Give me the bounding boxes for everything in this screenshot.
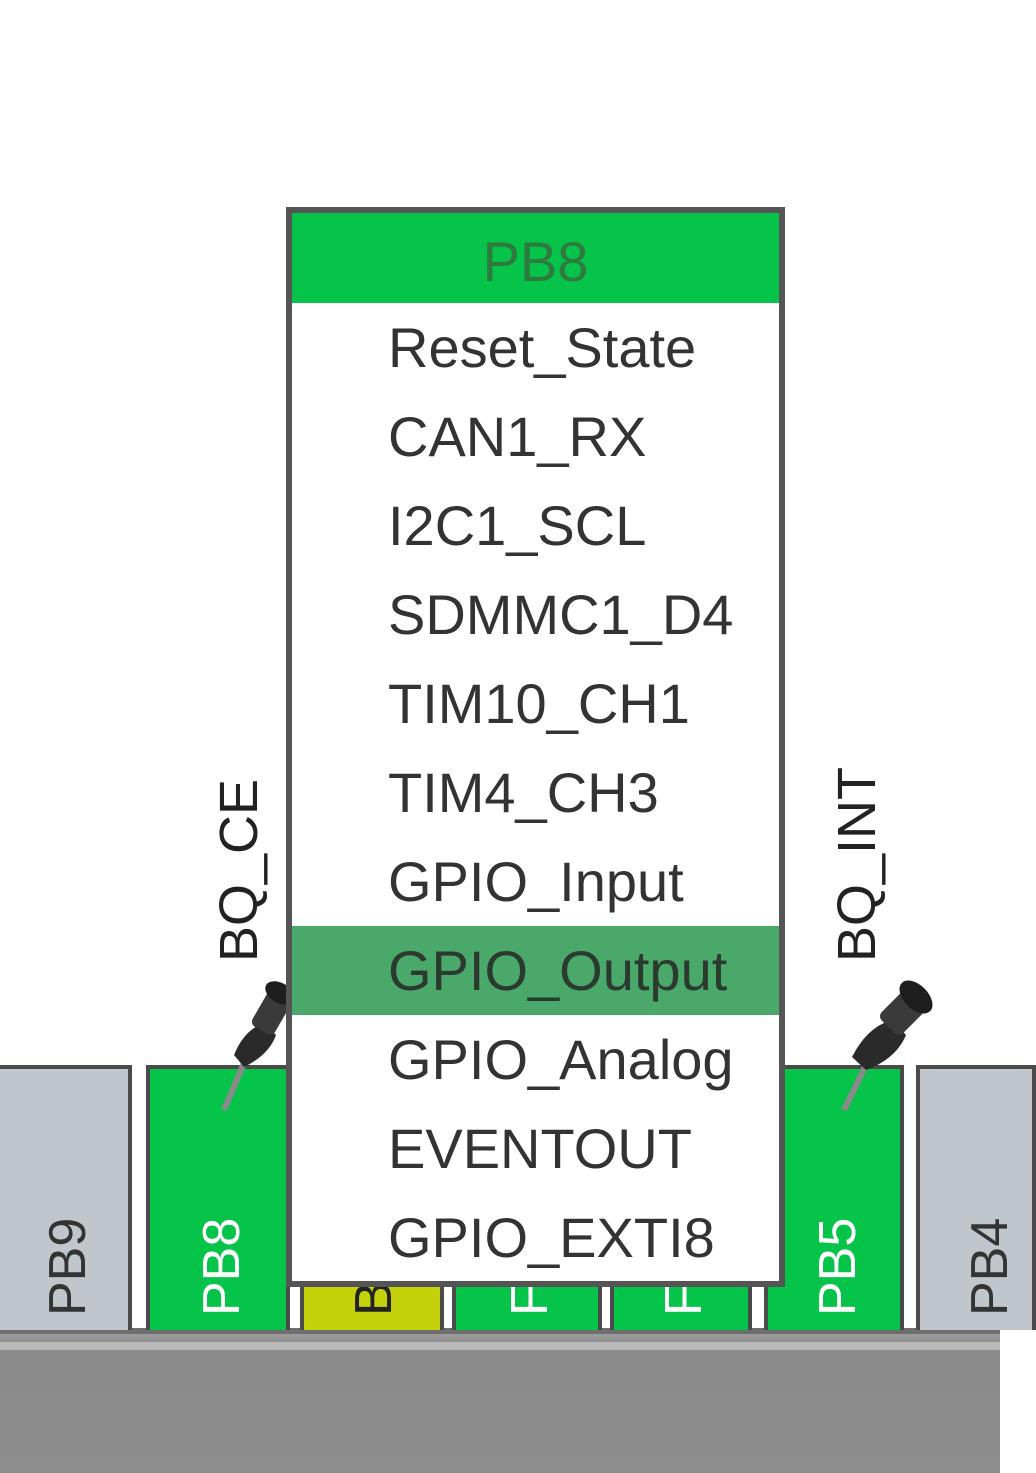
pin-label: PB8 <box>193 1217 251 1316</box>
pin-pb8[interactable]: PB8 <box>146 1065 290 1330</box>
chip-package-body <box>0 1328 1000 1473</box>
menu-item-gpio-analog[interactable]: GPIO_Analog <box>388 1028 734 1091</box>
menu-item-gpio-output[interactable]: GPIO_Output <box>292 926 779 1015</box>
menu-item-tim4-ch3[interactable]: TIM4_CH3 <box>388 761 659 824</box>
menu-item-i2c1-scl[interactable]: I2C1_SCL <box>388 494 647 557</box>
menu-item-can1-rx[interactable]: CAN1_RX <box>388 405 647 468</box>
signal-label-bq-ce: BQ_CE <box>209 778 269 962</box>
menu-item-tim10-ch1[interactable]: TIM10_CH1 <box>388 672 690 735</box>
pin-label: PB5 <box>809 1217 867 1316</box>
signal-label-bq-int: BQ_INT <box>827 766 887 962</box>
pin-label: F <box>501 1284 559 1316</box>
pin-pb9[interactable]: PB9 <box>0 1065 132 1330</box>
menu-title: PB8 <box>292 213 779 303</box>
pin-label: PB4 <box>961 1217 1019 1316</box>
menu-item-gpio-input[interactable]: GPIO_Input <box>388 850 684 913</box>
menu-item-sdmmc1-d4[interactable]: SDMMC1_D4 <box>388 583 734 646</box>
pin-label: F <box>655 1284 713 1316</box>
menu-item-eventout[interactable]: EVENTOUT <box>388 1117 692 1180</box>
menu-item-gpio-exti8[interactable]: GPIO_EXTI8 <box>388 1206 715 1269</box>
menu-item-reset-state[interactable]: Reset_State <box>388 316 697 379</box>
pin-pb5[interactable]: PB5 <box>764 1065 904 1330</box>
pushpin-icon <box>221 981 295 1112</box>
pushpin-icon <box>841 980 933 1112</box>
pin-pb4[interactable]: PB4 <box>916 1065 1036 1330</box>
pin-label: PB9 <box>39 1217 97 1316</box>
pin-function-menu: PB8 Reset_State CAN1_RX I2C1_SCL SDMMC1_… <box>286 207 785 1287</box>
